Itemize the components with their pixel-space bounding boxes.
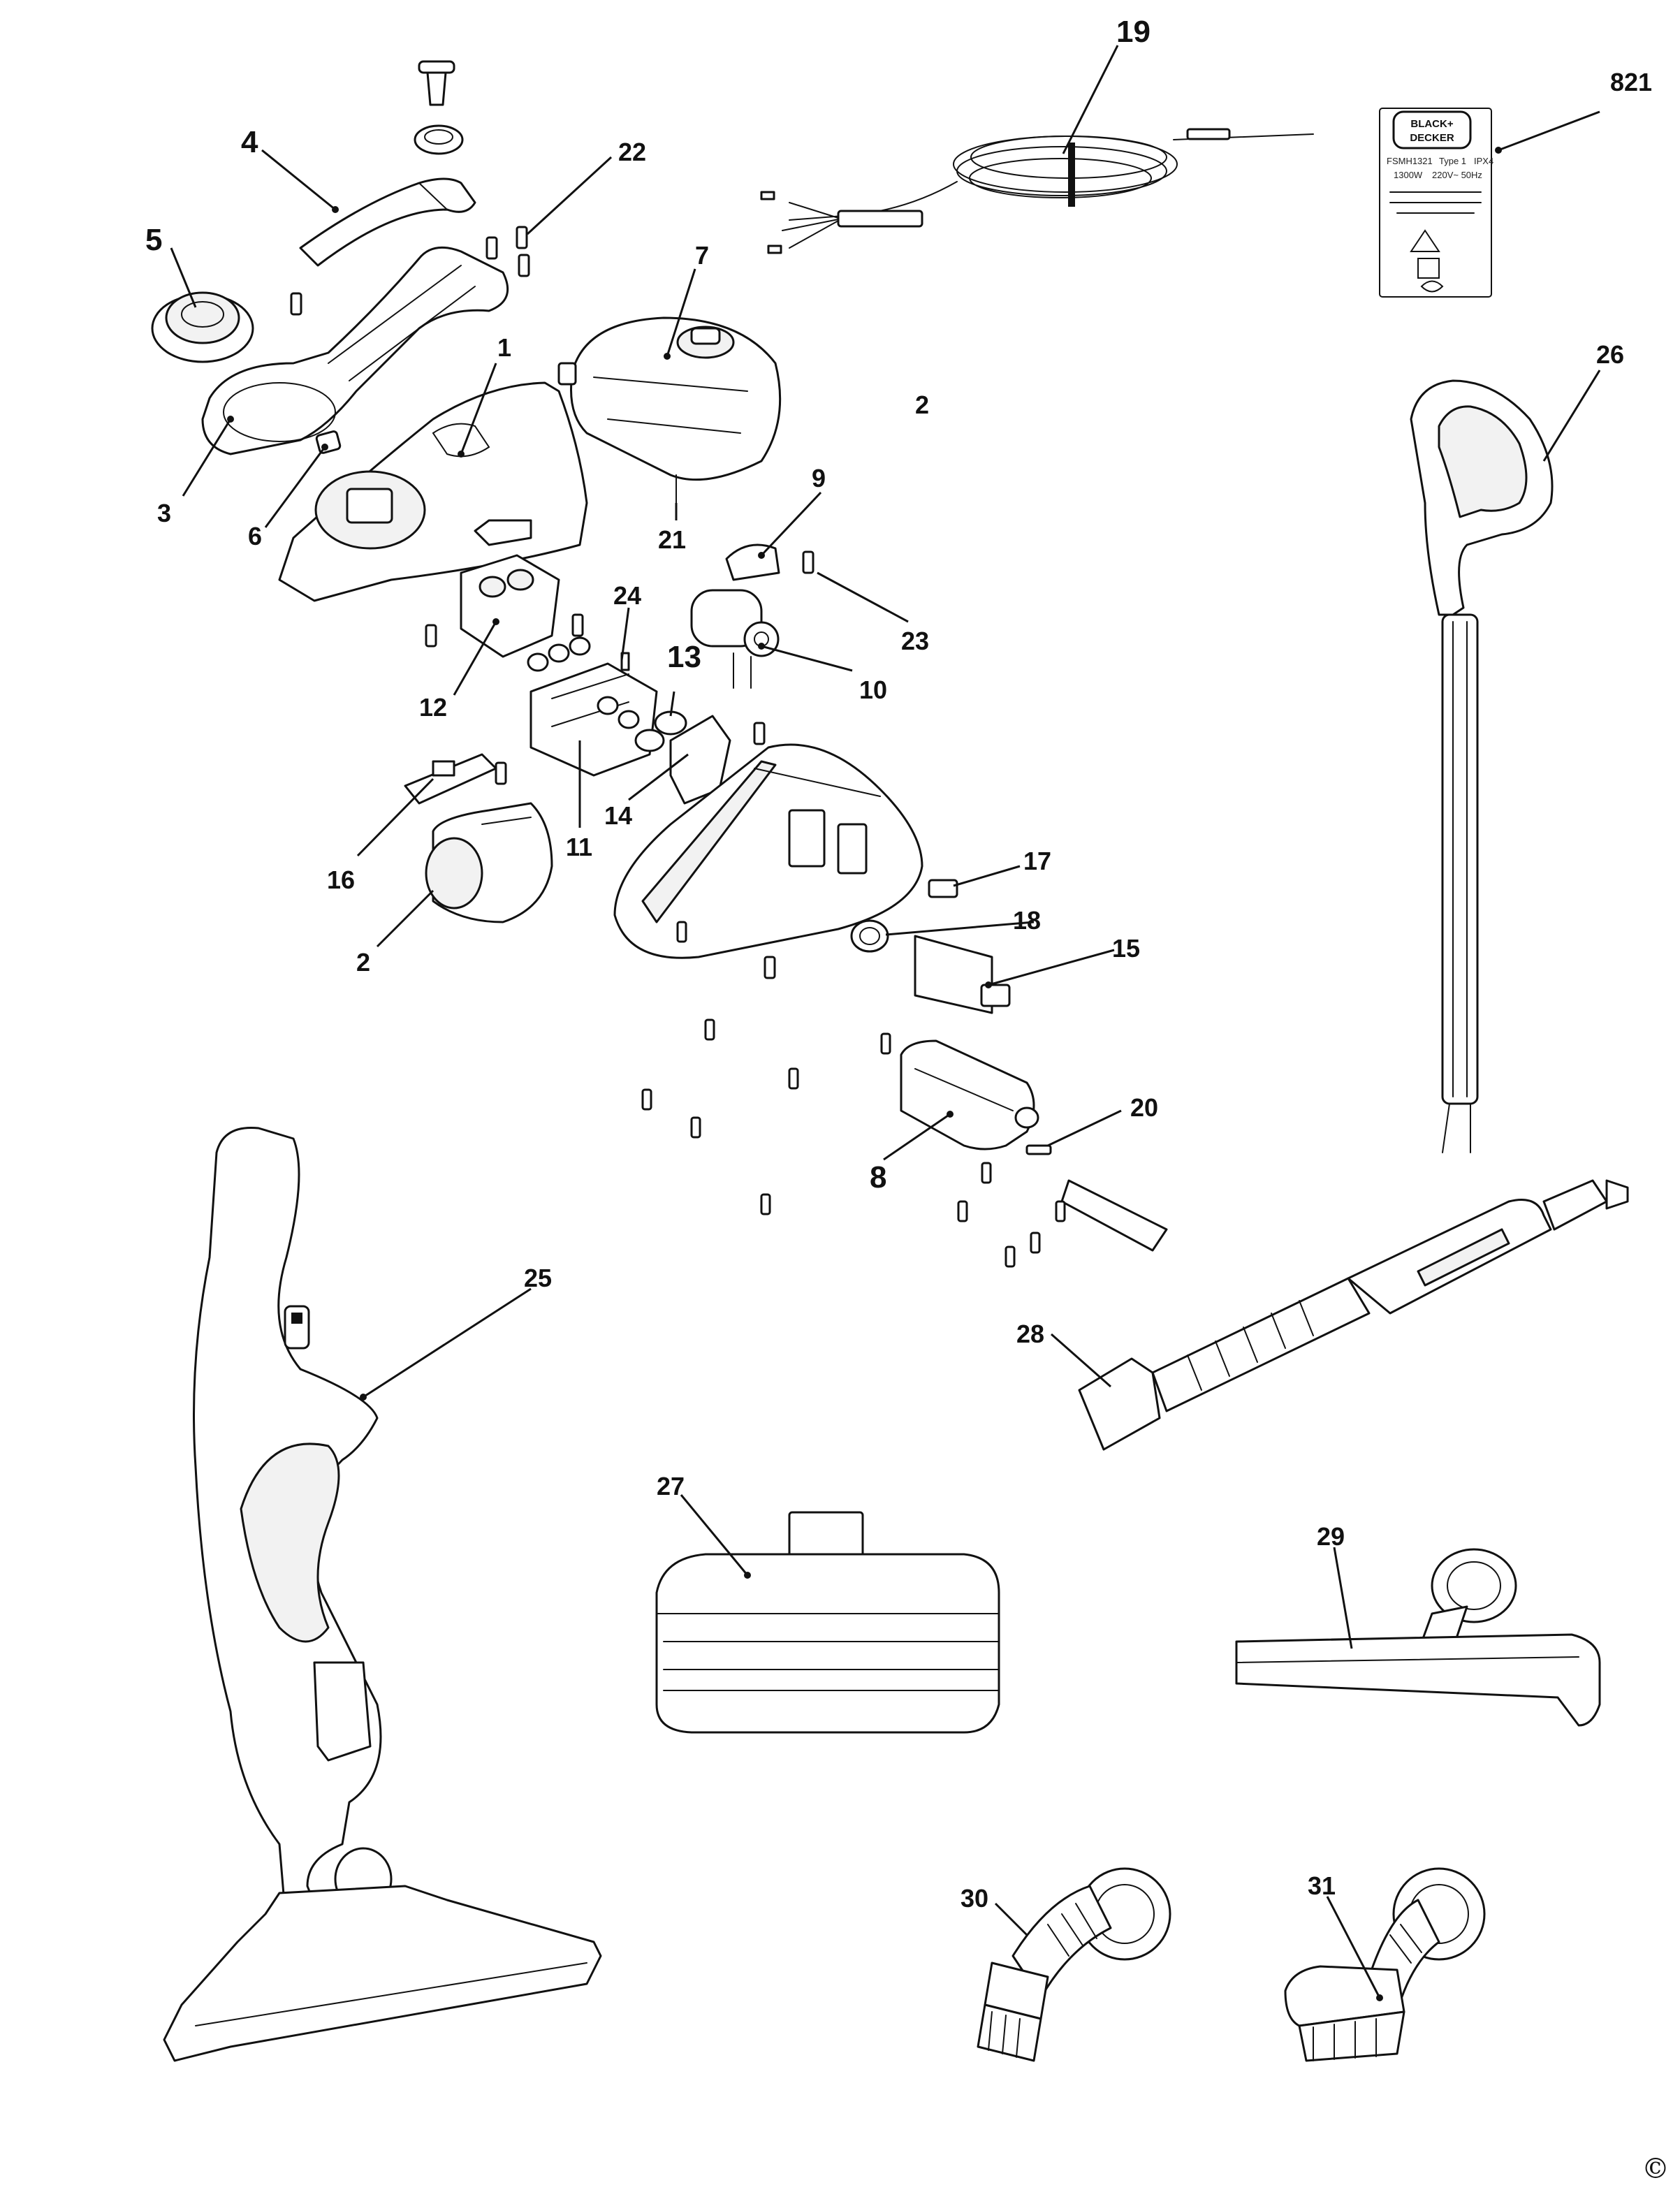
part-29-squeegee-tool [1235,1548,1601,1727]
label-brand-line1: BLACK+ [1410,118,1453,130]
callout-7: 7 [695,241,709,270]
part-28-extension-wand [1078,1179,1629,1451]
label-model-text: FSMH1321 [1387,156,1433,166]
callout-23: 23 [901,627,929,655]
part-30-round-brush [977,1867,1171,2062]
callout-31: 31 [1308,1871,1336,1900]
part-31-angled-brush [1284,1867,1486,2062]
callout-25: 25 [524,1264,552,1292]
callout-8: 8 [870,1160,886,1195]
part-20-element [1025,1144,1168,1252]
callout-labels: 1 2 2 3 4 5 6 7 8 9 10 11 12 13 14 15 16… [145,15,1652,1913]
callout-6: 6 [248,522,262,550]
callout-20: 20 [1130,1093,1158,1122]
callout-21: 21 [658,525,686,554]
part-15-control-board [914,935,1011,1014]
callout-27: 27 [657,1472,685,1500]
callout-15: 15 [1112,934,1140,963]
leader-lines [170,45,1601,1999]
loose-screws [641,921,1066,1268]
label-rating-text: IPX4 [1474,156,1493,166]
callout-1: 1 [497,333,511,362]
part-11-boiler-assembly [527,636,658,777]
callout-5: 5 [145,223,162,257]
callout-2a: 2 [915,390,929,419]
part-8-base-plate [900,1039,1039,1150]
callout-19: 19 [1116,15,1151,49]
part-16-circuit-board [404,753,507,805]
part-6-clip [315,430,342,454]
part-7-water-tank [557,316,782,504]
callout-22: 22 [618,138,646,166]
callout-821: 821 [1610,68,1652,96]
callout-12: 12 [419,693,447,722]
callout-30: 30 [960,1884,988,1913]
copyright-symbol: © [1642,2153,1670,2185]
callout-28: 28 [1016,1320,1044,1348]
callout-10: 10 [859,675,887,704]
part-10-pump-motor [690,589,780,689]
part-17-connector [928,879,958,898]
callout-17: 17 [1023,847,1051,875]
callout-11: 11 [566,833,592,861]
part-27-cloth-pad [655,1511,1000,1734]
callout-26: 26 [1596,340,1624,369]
part-22-screws [290,226,530,316]
part-lower-housing [613,722,923,979]
label-power-text: 1300W [1394,170,1423,180]
callout-16: 16 [327,865,355,894]
label-brand-line2: DECKER [1410,132,1454,144]
callout-4: 4 [241,125,258,159]
part-12-bracket [425,554,584,658]
leader-dots [227,147,1502,2001]
callout-13: 13 [667,640,701,674]
part-821-rating-label: BLACK+ DECKER FSMH1321 Type 1 IPX4 1300W… [1379,108,1493,298]
part-19-power-cord [760,128,1314,254]
part-9-pump-clip [725,543,815,581]
part-5-cap [151,291,254,363]
part-18-switch [850,919,889,953]
label-type-text: Type 1 [1439,156,1466,166]
part-26-upper-pole [1410,379,1554,1153]
label-voltage-text: 220V~ 50Hz [1432,170,1482,180]
callout-24: 24 [613,581,641,610]
part-1-upper-housing [278,381,588,602]
part-3-handle-frame [201,246,509,455]
part-2-socket-housing [425,802,553,923]
callout-9: 9 [812,464,826,492]
callout-14: 14 [604,801,632,830]
callout-29: 29 [1317,1522,1345,1551]
callout-18: 18 [1013,906,1041,935]
part-4-handle-cover [299,60,476,267]
part-25-main-body [163,1126,602,2062]
callout-2b: 2 [356,948,370,977]
callout-3: 3 [157,499,171,527]
